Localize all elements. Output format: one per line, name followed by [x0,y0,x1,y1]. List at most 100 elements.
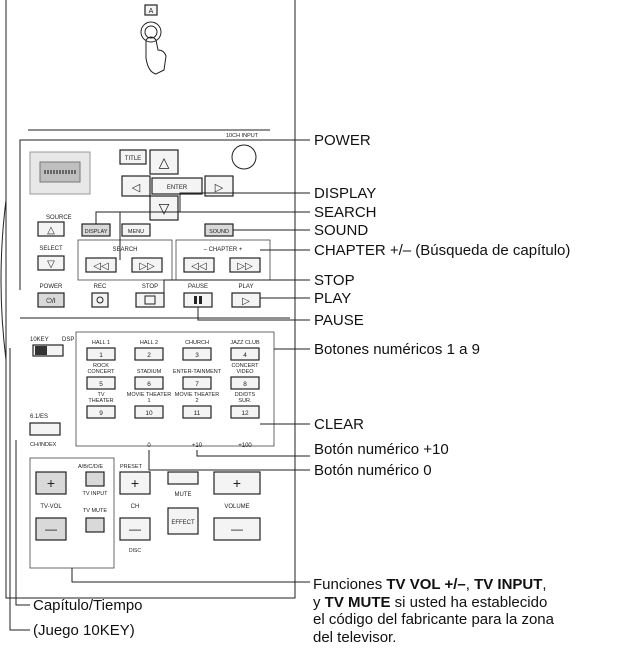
source-label: SOURCE [46,215,72,221]
jog-dial[interactable] [231,144,257,170]
svg-text:△: △ [47,225,55,236]
power-button[interactable] [37,292,65,308]
svg-text:VOLUME: VOLUME [224,504,249,510]
tv-vol-minus-button[interactable] [35,517,67,541]
numpad-button-11[interactable] [182,405,212,419]
numpad-button-1[interactable] [86,347,116,361]
svg-text:DSP: DSP [62,337,74,343]
svg-text:0: 0 [147,443,151,449]
numpad-key-label: CHURCH [185,340,209,346]
svg-text:SEARCH: SEARCH [112,247,137,253]
numpad-key-label: 2 [195,398,198,404]
svg-text:REC: REC [94,284,107,290]
svg-text:PLAY: PLAY [239,284,254,290]
chapter-minus-button[interactable] [183,257,215,273]
play-button[interactable] [231,292,261,308]
numpad-button-6[interactable] [134,376,164,390]
svg-text:A/B/C/D/E: A/B/C/D/E [78,464,103,470]
tv-vol-plus-button[interactable] [35,471,67,495]
ch-plus-button[interactable] [119,471,151,495]
6-1-es-button[interactable] [29,422,61,436]
callout-plus10: Botón numérico +10 [314,441,449,458]
tv-input-button[interactable] [85,471,105,487]
tv-mute-button[interactable] [85,517,105,533]
numpad-button-2[interactable] [134,347,164,361]
svg-text:– CHAPTER +: – CHAPTER + [204,247,243,253]
svg-text:+100: +100 [238,443,252,449]
display-window [29,151,91,195]
10key-dsp-switch[interactable] [32,344,64,357]
svg-text:▷▷: ▷▷ [139,261,155,272]
numpad-button-3[interactable] [182,347,212,361]
numpad-button-9[interactable] [86,405,116,419]
svg-text:⏻/I: ⏻/I [46,297,55,305]
svg-text:DISPLAY: DISPLAY [85,229,108,235]
volume-plus-button[interactable] [213,471,261,495]
chapter-plus-button[interactable] [229,257,261,273]
numpad-key-label: 1 [147,398,150,404]
svg-text:▽: ▽ [47,259,55,270]
numpad-button-7[interactable] [182,376,212,390]
ch-minus-button[interactable] [119,517,151,541]
numpad-button-number: 2 [147,352,151,359]
mute-button[interactable] [167,471,199,485]
numpad-button-number: 6 [147,381,151,388]
search-forward-button[interactable] [131,257,163,273]
volume-minus-button[interactable] [213,517,261,541]
chapter-group: – CHAPTER + ◁◁ ▷▷ [175,239,271,281]
numpad-button-8[interactable] [230,376,260,390]
dpad[interactable]: △ ▽ ◁ ▷ ENTER [121,149,234,221]
svg-text:TV INPUT: TV INPUT [82,491,108,497]
svg-text:EFFECT: EFFECT [171,520,195,526]
callout-chapter: CHAPTER +/– (Búsqueda de capítulo) [314,242,571,259]
numpad-group [75,331,275,447]
pause-button[interactable] [183,292,213,308]
numpad-button-10[interactable] [134,405,164,419]
svg-text:CH: CH [131,504,140,510]
dpad-up[interactable] [149,149,179,175]
callout-10key-set: (Juego 10KEY) [33,622,135,639]
svg-text:TV MUTE: TV MUTE [83,508,107,514]
source-up-button[interactable] [37,221,65,237]
svg-text:◁◁: ◁◁ [93,261,109,272]
svg-text:—: — [129,522,141,536]
numpad-key-label: VIDEO [236,369,254,375]
svg-text:+10: +10 [192,443,203,449]
svg-text:STOP: STOP [142,284,158,290]
svg-text:▽: ▽ [159,200,170,216]
dpad-right[interactable] [204,175,234,197]
callout-search: SEARCH [314,204,377,221]
svg-text:MUTE: MUTE [175,492,192,498]
stop-button[interactable] [135,292,165,308]
svg-text:+: + [233,475,241,491]
callout-pause: PAUSE [314,312,364,329]
svg-text:▷▷: ▷▷ [237,261,253,272]
svg-text:ENTER: ENTER [167,185,188,191]
svg-text:TITLE: TITLE [125,156,141,162]
dpad-down[interactable] [149,195,179,221]
numpad-button-number: 12 [241,410,249,417]
dpad-left[interactable] [121,175,151,197]
numpad-key-label: TV [97,392,104,398]
effect-button[interactable] [167,507,199,535]
svg-text:A: A [149,8,154,15]
remote-body [0,0,296,599]
numpad-button-4[interactable] [230,347,260,361]
source-down-button[interactable] [37,255,65,271]
rec-button[interactable] [91,292,109,308]
enter-button[interactable] [151,177,203,195]
title-button[interactable] [119,149,147,165]
callout-clear: CLEAR [314,416,365,433]
menu-button[interactable] [121,223,151,237]
svg-text:△: △ [159,154,170,170]
search-back-button[interactable] [85,257,117,273]
tv-functions-note: Funciones TV VOL +/–, TV INPUT, y TV MUT… [313,576,554,646]
numpad-key-label: STADIUM [137,369,162,375]
svg-text:◁: ◁ [132,182,141,194]
callout-display: DISPLAY [314,185,377,202]
callout-numeric-buttons: Botones numéricos 1 a 9 [314,341,480,358]
numpad-key-label: MOVIE THEATER [175,392,219,398]
numpad-button-5[interactable] [86,376,116,390]
numpad-button-12[interactable] [230,405,260,419]
